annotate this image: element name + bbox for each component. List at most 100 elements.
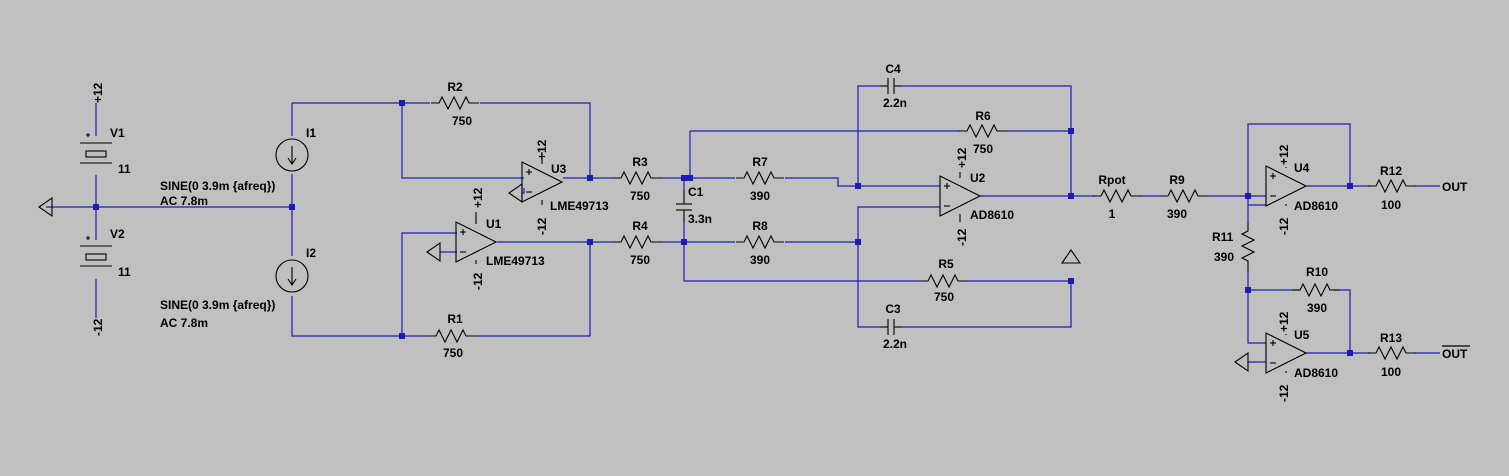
svg-text:750: 750 bbox=[630, 253, 650, 267]
svg-text:U1: U1 bbox=[486, 217, 502, 231]
voltage-source-v2[interactable]: V2 11 bbox=[79, 227, 131, 279]
svg-text:+12: +12 bbox=[91, 82, 105, 103]
wires bbox=[46, 85, 1440, 363]
resistor-r6[interactable]: R6 750 bbox=[958, 109, 1008, 156]
current-source-i1[interactable]: I1 SINE(0 3.9m {afreq}) AC 7.8m bbox=[160, 126, 316, 208]
i1-label: I1 bbox=[306, 126, 316, 140]
svg-text:390: 390 bbox=[1214, 250, 1234, 264]
svg-text:R6: R6 bbox=[975, 109, 991, 123]
output-inverted-label: OUT bbox=[1442, 345, 1470, 361]
svg-text:R10: R10 bbox=[1306, 265, 1328, 279]
opamp-u2[interactable]: U2 AD8610 bbox=[939, 171, 1014, 222]
svg-text:-12: -12 bbox=[535, 217, 549, 235]
svg-text:C4: C4 bbox=[885, 62, 901, 76]
svg-text:750: 750 bbox=[452, 114, 472, 128]
resistor-r10[interactable]: R10 390 bbox=[1291, 265, 1341, 315]
i2-spec: SINE(0 3.9m {afreq}) bbox=[160, 298, 275, 312]
svg-text:+12: +12 bbox=[1277, 311, 1291, 332]
svg-text:C3: C3 bbox=[885, 302, 901, 316]
opamp-u5[interactable]: U5 AD8610 bbox=[1265, 328, 1338, 380]
ground-symbol bbox=[1234, 352, 1249, 372]
svg-text:R2: R2 bbox=[447, 80, 463, 94]
svg-text:LME49713: LME49713 bbox=[550, 199, 609, 213]
v1-value: 11 bbox=[118, 162, 131, 176]
svg-text:750: 750 bbox=[934, 290, 954, 304]
v2-value: 11 bbox=[118, 265, 131, 279]
svg-text:390: 390 bbox=[750, 189, 770, 203]
svg-text:R3: R3 bbox=[632, 155, 648, 169]
svg-text:R11: R11 bbox=[1212, 230, 1234, 244]
svg-text:R12: R12 bbox=[1380, 164, 1402, 178]
svg-text:750: 750 bbox=[973, 142, 993, 156]
svg-text:-12: -12 bbox=[1277, 384, 1291, 402]
v1-label: V1 bbox=[110, 126, 125, 140]
svg-text:+12: +12 bbox=[955, 147, 969, 168]
v2-label: V2 bbox=[110, 227, 125, 241]
i1-ac: AC 7.8m bbox=[160, 194, 208, 208]
svg-text:R5: R5 bbox=[938, 257, 954, 271]
svg-text:Rpot: Rpot bbox=[1098, 173, 1125, 187]
svg-text:R13: R13 bbox=[1380, 331, 1402, 345]
resistor-r7[interactable]: R7 390 bbox=[735, 155, 785, 203]
svg-text:C1: C1 bbox=[688, 185, 704, 199]
resistor-r11[interactable]: R11 390 bbox=[1212, 222, 1255, 272]
svg-text:750: 750 bbox=[630, 189, 650, 203]
svg-text:2.2n: 2.2n bbox=[883, 337, 907, 351]
svg-text:390: 390 bbox=[1307, 301, 1327, 315]
resistor-r13[interactable]: R13 100 bbox=[1367, 331, 1417, 379]
ground-symbol bbox=[508, 183, 523, 203]
svg-text:-12: -12 bbox=[955, 228, 969, 246]
svg-text:750: 750 bbox=[443, 346, 463, 360]
opamp-u4[interactable]: U4 AD8610 bbox=[1265, 161, 1338, 213]
ground-symbol bbox=[426, 242, 441, 262]
svg-text:100: 100 bbox=[1381, 198, 1401, 212]
voltage-source-v1[interactable]: V1 11 bbox=[79, 126, 131, 176]
svg-text:+12: +12 bbox=[471, 187, 485, 208]
ground-symbol bbox=[1061, 249, 1081, 264]
svg-text:+12: +12 bbox=[535, 139, 549, 160]
svg-text:U5: U5 bbox=[1294, 328, 1310, 342]
svg-text:OUT: OUT bbox=[1442, 347, 1468, 361]
svg-text:R4: R4 bbox=[632, 219, 648, 233]
capacitor-c1[interactable]: C1 3.3n bbox=[676, 185, 712, 226]
svg-text:U2: U2 bbox=[970, 171, 986, 185]
svg-text:AD8610: AD8610 bbox=[970, 208, 1014, 222]
svg-text:AD8610: AD8610 bbox=[1294, 199, 1338, 213]
svg-text:LME49713: LME49713 bbox=[486, 254, 545, 268]
resistor-r3[interactable]: R3 750 bbox=[612, 155, 662, 203]
svg-text:+12: +12 bbox=[1277, 144, 1291, 165]
junctions bbox=[93, 100, 1353, 356]
current-source-i2[interactable]: I2 SINE(0 3.9m {afreq}) AC 7.8m bbox=[160, 246, 316, 330]
svg-text:390: 390 bbox=[1167, 207, 1187, 221]
svg-text:U3: U3 bbox=[551, 162, 567, 176]
svg-text:100: 100 bbox=[1381, 365, 1401, 379]
resistor-rpot[interactable]: Rpot 1 bbox=[1092, 173, 1142, 221]
svg-text:-12: -12 bbox=[471, 272, 485, 290]
resistor-r4[interactable]: R4 750 bbox=[612, 219, 662, 267]
capacitor-c3[interactable]: C3 2.2n bbox=[880, 302, 907, 351]
opamp-u3[interactable]: U3 LME49713 bbox=[521, 152, 609, 213]
svg-text:AD8610: AD8610 bbox=[1294, 366, 1338, 380]
svg-text:R9: R9 bbox=[1169, 173, 1185, 187]
svg-text:R8: R8 bbox=[752, 219, 768, 233]
i2-label: I2 bbox=[306, 246, 316, 260]
i1-spec: SINE(0 3.9m {afreq}) bbox=[160, 179, 275, 193]
svg-text:-12: -12 bbox=[1277, 217, 1291, 235]
opamp-u1[interactable]: U1 LME49713 bbox=[455, 212, 545, 268]
svg-text:U4: U4 bbox=[1294, 161, 1310, 175]
resistor-r1[interactable]: R1 750 bbox=[427, 312, 477, 360]
resistor-r2[interactable]: R2 750 bbox=[430, 80, 480, 128]
output-label: OUT bbox=[1442, 180, 1468, 194]
svg-text:2.2n: 2.2n bbox=[883, 96, 907, 110]
resistor-r8[interactable]: R8 390 bbox=[735, 219, 785, 267]
svg-text:R1: R1 bbox=[447, 312, 463, 326]
resistor-r12[interactable]: R12 100 bbox=[1367, 164, 1417, 212]
svg-text:R7: R7 bbox=[752, 155, 768, 169]
svg-text:390: 390 bbox=[750, 253, 770, 267]
resistor-r9[interactable]: R9 390 bbox=[1159, 173, 1209, 221]
capacitor-c4[interactable]: C4 2.2n bbox=[880, 62, 907, 110]
i2-ac: AC 7.8m bbox=[160, 316, 208, 330]
rail-labels: +12 -12 +12 -12 +12 -12 +12 -12 +12 -12 … bbox=[91, 82, 1291, 402]
resistor-r5[interactable]: R5 750 bbox=[919, 257, 969, 304]
